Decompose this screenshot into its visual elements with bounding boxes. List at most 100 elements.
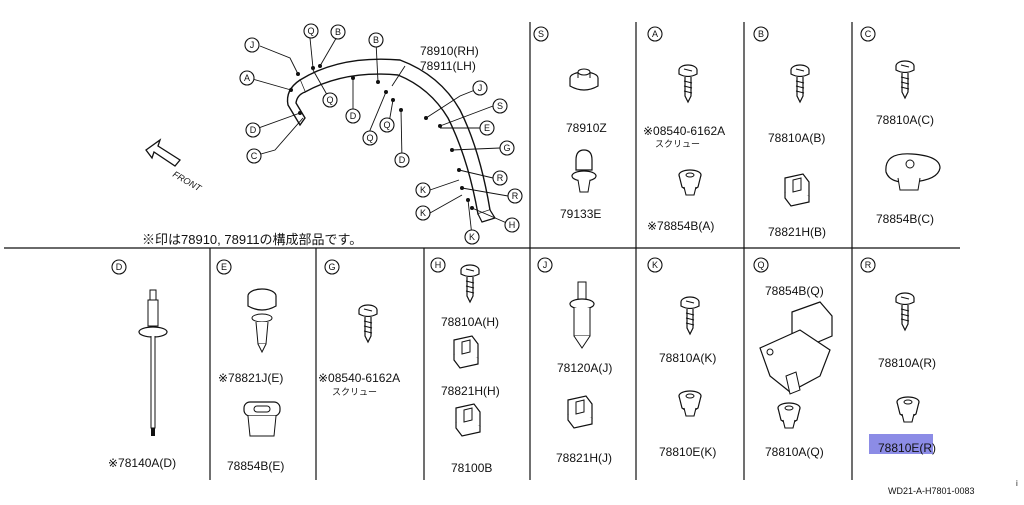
cell-letter: J bbox=[543, 260, 548, 270]
u-nut-clip-icon bbox=[784, 173, 810, 207]
screw-icon bbox=[895, 60, 915, 99]
callout-letter: B bbox=[335, 27, 341, 37]
part-number: ※78854B(A) bbox=[647, 219, 714, 233]
front-arrow-icon bbox=[145, 138, 181, 167]
callout-letter: Q bbox=[307, 26, 314, 36]
cell-letter: B bbox=[758, 29, 764, 39]
cell-letter: Q bbox=[757, 260, 764, 270]
part-number: 78821H(H) bbox=[441, 384, 500, 398]
cell-j: 78120A(J) 78821H(J) bbox=[556, 281, 612, 465]
stud-icon bbox=[569, 281, 595, 349]
grommet-icon bbox=[896, 396, 920, 423]
flange-grommet-icon bbox=[885, 153, 941, 191]
cell-k: 78810A(K) 78810E(K) bbox=[659, 296, 716, 459]
callout-letter: R bbox=[497, 173, 504, 183]
callout-letter: C bbox=[251, 151, 258, 161]
part-number: 78810A(K) bbox=[659, 351, 716, 365]
callout-letter: K bbox=[420, 185, 426, 195]
part-number: ※78821J(E) bbox=[218, 371, 283, 385]
part-number-lh: 78911(LH) bbox=[420, 59, 476, 73]
cell-letter: A bbox=[652, 29, 658, 39]
callout-letter: Q bbox=[383, 120, 390, 130]
screw-icon bbox=[895, 292, 915, 331]
push-clip-icon bbox=[247, 288, 277, 354]
screw-icon bbox=[680, 296, 700, 335]
cell-g: ※08540-6162A スクリュー bbox=[318, 304, 400, 397]
cell-letter: S bbox=[538, 29, 544, 39]
part-number: 78810A(H) bbox=[441, 315, 499, 329]
cell-r: 78810A(R) 78810E(R) bbox=[869, 292, 936, 455]
cell-letter: K bbox=[652, 260, 658, 270]
square-grommet-icon bbox=[243, 401, 281, 437]
callout-letter: B bbox=[373, 35, 379, 45]
u-nut-clip-icon bbox=[453, 335, 479, 369]
grommet-icon bbox=[777, 402, 801, 429]
highlighted-part-number[interactable]: 78810E(R) bbox=[878, 441, 936, 455]
part-number: 78821H(J) bbox=[556, 451, 612, 465]
callout-letter: K bbox=[420, 208, 426, 218]
callout-letter: D bbox=[399, 155, 406, 165]
part-number: 78810A(B) bbox=[768, 131, 825, 145]
callout-letters: J Q B B A Q D D Q Q D C J S E G R R K K … bbox=[244, 26, 519, 242]
cell-letter: D bbox=[116, 262, 123, 272]
cell-s: 78910Z 79133E bbox=[560, 68, 607, 221]
part-number: 78910Z bbox=[566, 121, 607, 135]
component-note: ※印は78910, 78911の構成部品です。 bbox=[142, 232, 362, 247]
diagram-code: WD21-A-H7801-0083 bbox=[888, 486, 975, 496]
cell-letter: E bbox=[221, 262, 227, 272]
callout-letter: S bbox=[497, 101, 503, 111]
callout-letter: R bbox=[512, 191, 519, 201]
callout-letter: D bbox=[250, 125, 257, 135]
screw-icon bbox=[790, 64, 810, 103]
callout-letter: G bbox=[503, 143, 510, 153]
part-number: 78100B bbox=[451, 461, 492, 475]
cell-h: 78810A(H) 78821H(H) 78100B bbox=[441, 264, 500, 475]
part-number: 78854B(Q) bbox=[765, 284, 824, 298]
cell-a: ※08540-6162A スクリュー ※78854B(A) bbox=[643, 64, 725, 233]
part-name: スクリュー bbox=[655, 139, 700, 149]
screw-icon bbox=[460, 264, 480, 303]
cell-letter: R bbox=[865, 260, 872, 270]
part-number: 78821H(B) bbox=[768, 225, 826, 239]
callout-letter: E bbox=[484, 123, 490, 133]
cell-e: ※78821J(E) 78854B(E) bbox=[218, 288, 284, 473]
u-nut-clip-icon bbox=[567, 395, 593, 429]
callout-letter: D bbox=[350, 111, 357, 121]
part-number: 78810A(C) bbox=[876, 113, 934, 127]
cell-d: ※78140A(D) bbox=[108, 289, 176, 470]
cell-letter: H bbox=[435, 260, 442, 270]
edge-mark: i bbox=[1016, 479, 1018, 488]
part-number: 79133E bbox=[560, 207, 601, 221]
rivet-icon bbox=[138, 289, 168, 436]
cell-q: 78854B(Q) 78810A(Q) bbox=[759, 284, 833, 459]
grommet-icon bbox=[678, 169, 702, 196]
part-number-rh: 78910(RH) bbox=[420, 44, 479, 58]
callout-letter: H bbox=[509, 220, 516, 230]
part-number: ※78140A(D) bbox=[108, 456, 176, 470]
cell-letter: C bbox=[865, 29, 872, 39]
callout-letter: A bbox=[244, 73, 250, 83]
cap-clip-icon bbox=[569, 68, 599, 91]
grommet-icon bbox=[678, 390, 702, 417]
screw-icon bbox=[678, 64, 698, 103]
callout-letter: Q bbox=[366, 133, 373, 143]
fender-moulding-drawing: J Q B B A Q D D Q Q D C J S E G R R K K … bbox=[142, 23, 523, 247]
callout-letter: K bbox=[469, 232, 475, 242]
part-name: スクリュー bbox=[332, 387, 377, 397]
front-label: FRONT bbox=[171, 169, 204, 194]
screw-icon bbox=[358, 304, 378, 343]
part-number: ※08540-6162A bbox=[318, 371, 400, 385]
part-number: 78854B(E) bbox=[227, 459, 284, 473]
callout-letter: J bbox=[250, 40, 255, 50]
grid-lines bbox=[4, 22, 960, 480]
highlighted-part-background bbox=[869, 434, 933, 454]
callout-letter: Q bbox=[326, 95, 333, 105]
push-pin-icon bbox=[571, 149, 597, 193]
cell-b: 78810A(B) 78821H(B) bbox=[768, 64, 826, 239]
part-number: 78810A(Q) bbox=[765, 445, 824, 459]
u-nut-clip-icon bbox=[455, 403, 481, 437]
part-number: 78810E(K) bbox=[659, 445, 716, 459]
part-number: 78810A(R) bbox=[878, 356, 936, 370]
callout-letter: J bbox=[478, 83, 483, 93]
